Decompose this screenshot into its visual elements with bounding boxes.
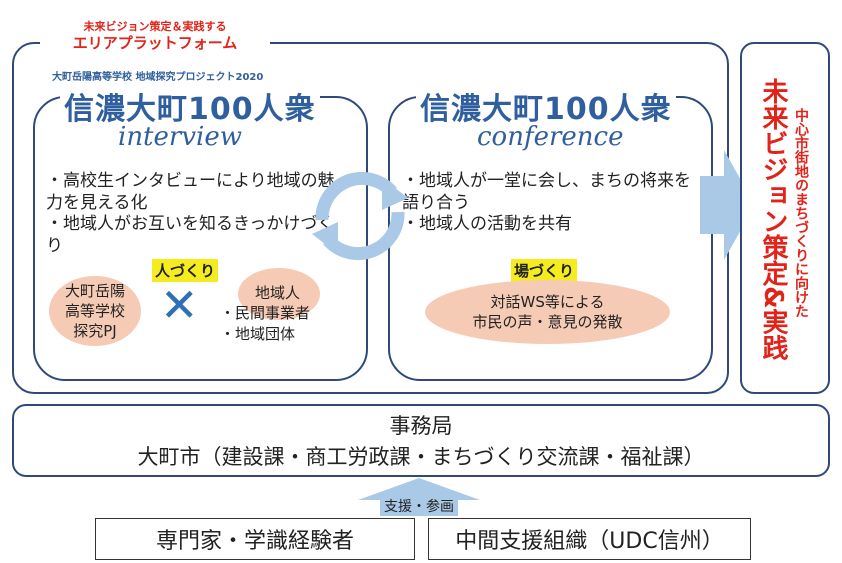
- dialogue-oval-line-2: 市民の声・意見の発散: [472, 313, 623, 331]
- experts-label: 専門家・学識経験者: [155, 529, 354, 554]
- vision-main-text: 未来ビジョン策定&実践: [758, 78, 788, 361]
- cycle-arrowhead-top: [382, 178, 408, 210]
- dialogue-oval: 対話WS等による 市民の声・意見の発散: [425, 280, 670, 344]
- conference-bullet-2: ・地域人の活動を共有: [402, 214, 572, 234]
- conference-title: 信濃大町100人衆: [416, 84, 676, 128]
- vision-sub-text: 中心市街地のまちづくりに向けた: [793, 108, 809, 318]
- support-arrow-icon: [358, 478, 480, 516]
- secretariat-box: [12, 404, 830, 477]
- interview-bullet-2: ・地域人がお互いを知るきっかけづくり: [46, 214, 335, 256]
- cross-icon: ✕: [160, 278, 199, 332]
- vision-arrow-icon: [700, 150, 755, 260]
- conference-subtitle: conference: [477, 122, 624, 152]
- cycle-arrow-top: [315, 171, 397, 221]
- vision-arrow-shape: [700, 150, 755, 260]
- udc-label: 中間支援組織（UDC信州）: [455, 529, 724, 554]
- support-label: 支援・参画: [384, 499, 454, 515]
- interview-tag: 人づくり: [152, 259, 219, 282]
- dialogue-oval-line-1: 対話WS等による: [490, 293, 605, 311]
- interview-bullet-1: ・高校生インタビューにより地域の魅力を見える化: [46, 171, 335, 213]
- local-people-line-3: ・地域団体: [220, 325, 296, 343]
- cycle-arrowhead-bottom: [312, 222, 338, 254]
- school-oval-label: 大町岳陽高等学校探究PJ: [64, 282, 125, 340]
- interview-school-label: 大町岳陽高等学校 地域探究プロジェクト2020: [52, 72, 264, 83]
- cycle-arrow-bottom: [323, 211, 405, 261]
- cycle-arrows-icon: [312, 171, 408, 261]
- platform-title: エリアプラットフォーム: [72, 34, 238, 52]
- vision-box: [740, 42, 830, 394]
- udc-box: 中間支援組織（UDC信州）: [428, 518, 751, 560]
- interview-subtitle: interview: [118, 122, 242, 152]
- secretariat-body: 大町市（建設課・商工労政課・まちづくり交流課・福祉課）: [137, 445, 705, 469]
- experts-box: 専門家・学識経験者: [95, 518, 415, 560]
- school-oval: 大町岳陽高等学校探究PJ: [49, 276, 141, 346]
- interview-title: 信濃大町100人衆: [60, 84, 320, 128]
- local-people-line-1: 地域人: [255, 284, 301, 302]
- platform-label: 未来ビジョン策定＆実践する エリアプラットフォーム: [40, 20, 270, 53]
- conference-bullet-1: ・地域人が一堂に会し、まちの将来を語り合う: [402, 171, 691, 213]
- local-people-oval: [238, 268, 320, 320]
- local-people-line-2: ・民間事業者: [220, 304, 311, 322]
- support-arrow-shape: [358, 478, 480, 516]
- secretariat-title: 事務局: [389, 414, 453, 438]
- conference-tag: 場づくり: [511, 259, 578, 282]
- platform-subtitle: 未来ビジョン策定＆実践する: [83, 20, 227, 33]
